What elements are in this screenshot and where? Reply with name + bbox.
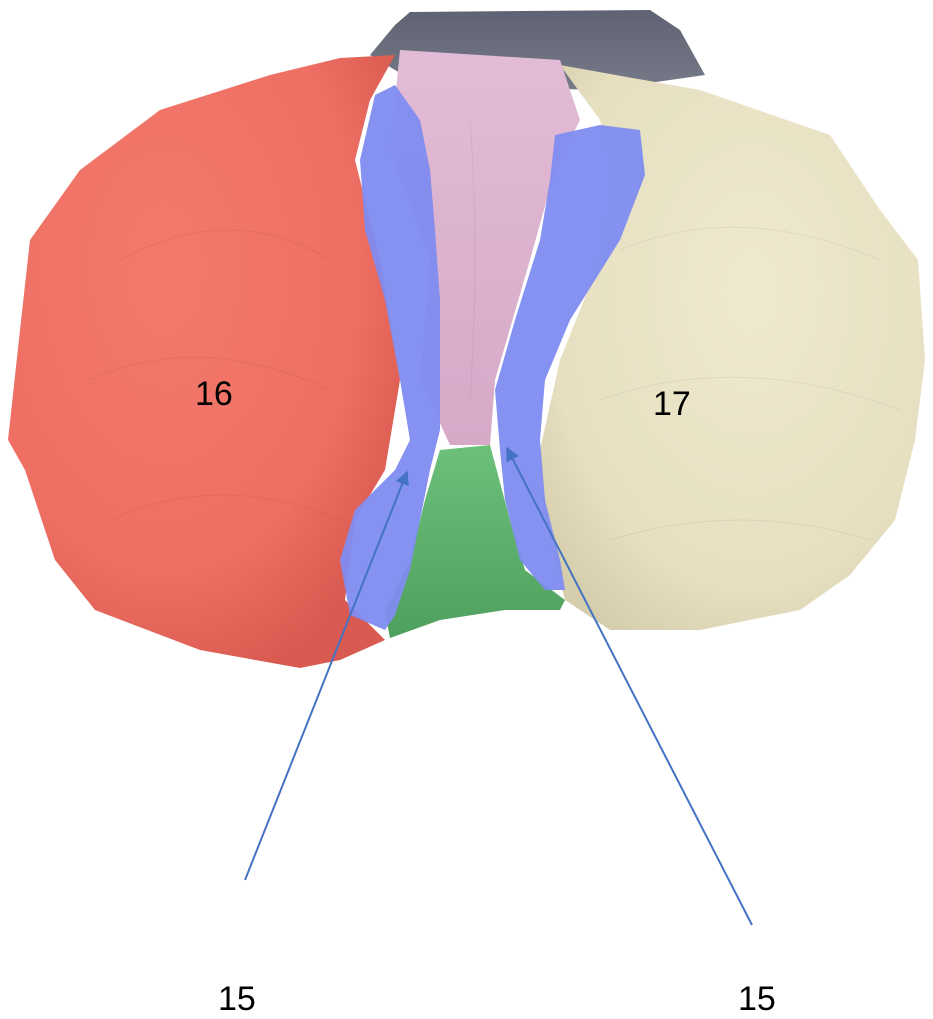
region-16-red [8,55,400,668]
label-region-17: 17 [653,385,691,423]
label-pointer-15-left: 15 [218,980,256,1018]
label-pointer-15-right: 15 [738,980,776,1018]
label-region-16: 16 [195,375,233,413]
